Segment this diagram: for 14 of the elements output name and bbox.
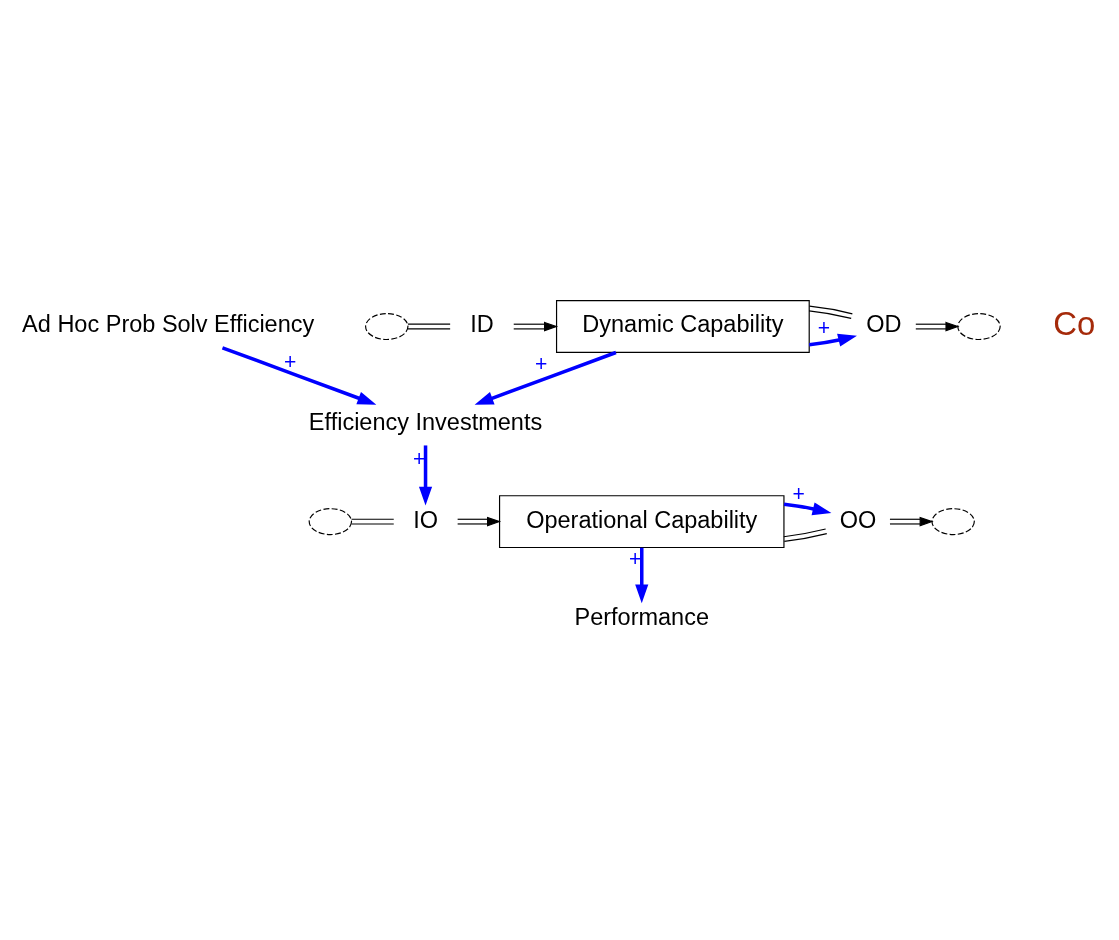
node-text: OD	[866, 310, 902, 337]
label: Co	[1053, 304, 1096, 342]
node-text: IO	[413, 505, 438, 532]
edge-label: +	[412, 446, 426, 470]
edge-label: +	[792, 481, 805, 505]
node-text: Ad Hoc Prob Solv Efficiency	[22, 310, 315, 337]
edge-label: +	[629, 546, 642, 570]
node-text: Efficiency Investments	[308, 408, 543, 435]
edge-label: +	[817, 315, 831, 339]
edge-label: +	[284, 349, 297, 373]
node-text: Performance	[574, 603, 710, 630]
node-text: ID	[470, 310, 494, 337]
edge-label: +	[534, 351, 548, 375]
node-text: OO	[839, 505, 877, 532]
